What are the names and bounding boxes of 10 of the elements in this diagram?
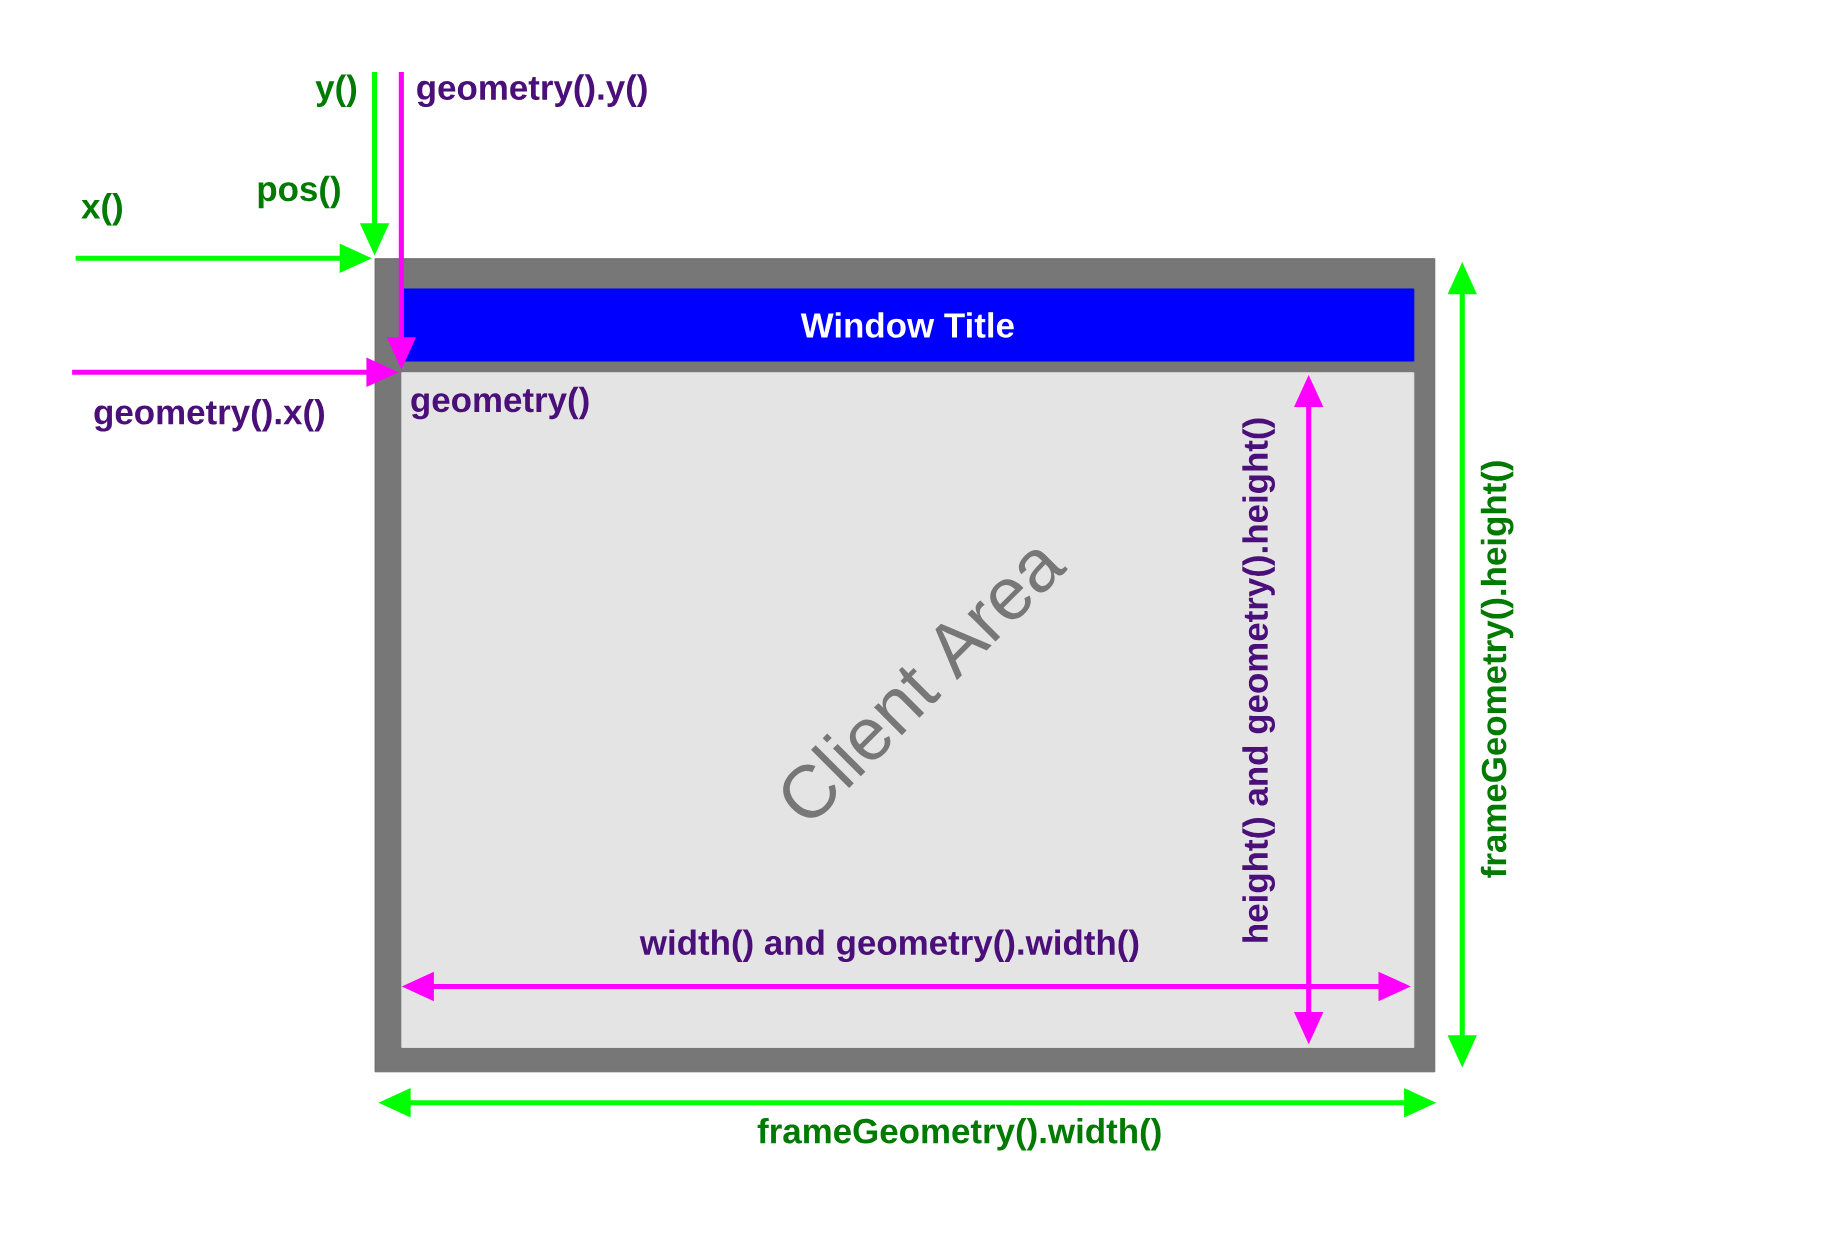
axis-label: height() and geometry().height() <box>1242 418 1275 942</box>
axis-label: frameGeometry().width() <box>757 1118 1161 1151</box>
axis-label: frameGeometry().height() <box>1480 461 1514 878</box>
axis-label: pos() <box>258 175 340 209</box>
axis-label: width() and geometry().width() <box>639 929 1139 963</box>
axis-label: x() <box>81 193 122 226</box>
axis-label: geometry().y() <box>417 74 647 108</box>
title-bar: Window Title <box>401 288 1415 362</box>
axis-label: y() <box>315 74 357 108</box>
axis-label: geometry().x() <box>94 399 324 432</box>
